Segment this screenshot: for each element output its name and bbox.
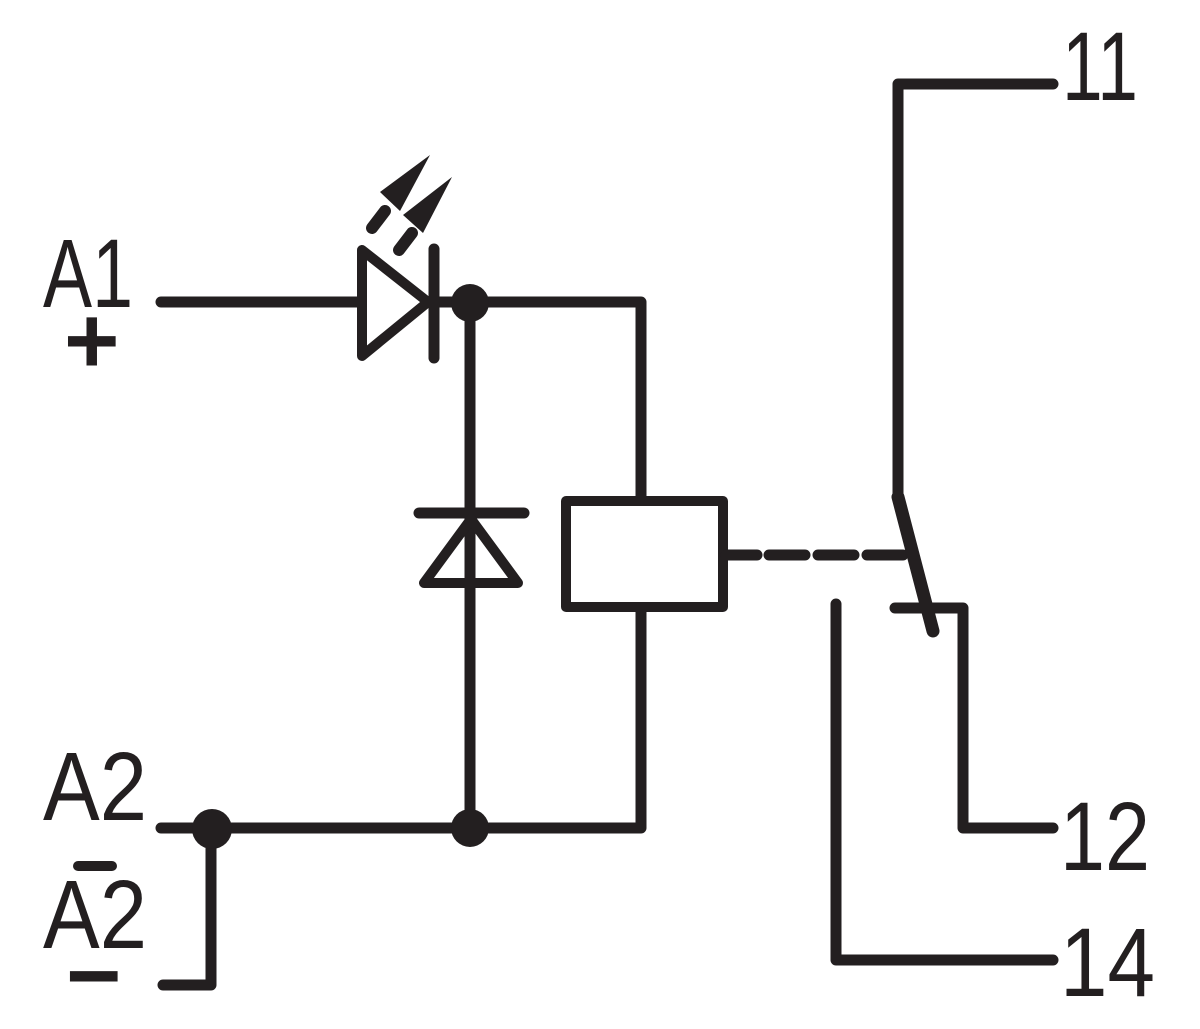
terminal-a2-label: A2 (43, 732, 147, 841)
terminal-a2bar-label: A2 (43, 860, 147, 969)
contact-11-lead (892, 78, 1059, 503)
terminal-a2bar-polarity: − (66, 923, 121, 1029)
terminal-11-label: 11 (1062, 12, 1138, 121)
freewheeling-diode-icon (413, 507, 530, 588)
light-emission-arrows-icon (366, 155, 452, 256)
junction-dot-icon (192, 809, 232, 849)
terminal-12-label: 12 (1060, 782, 1150, 891)
led-arrow-tail-2 (393, 227, 418, 256)
a2bar-lead-wire (157, 825, 217, 991)
contact-14-lead (830, 598, 1059, 966)
led-arrow-tail-1 (366, 205, 391, 234)
diode-triangle (419, 514, 523, 588)
relay-coil-icon (561, 496, 728, 612)
coil-top-wire (431, 296, 647, 507)
a2-rail-wire (155, 601, 647, 834)
led-arrow-head-2 (403, 177, 452, 233)
contact-12-lead (889, 602, 1059, 834)
terminal-a1-polarity: + (64, 288, 119, 394)
terminal-a1-label: A1 (43, 219, 133, 328)
changeover-contact-icon (830, 78, 1059, 966)
led-diode-icon (357, 243, 440, 364)
led-arrow-head-1 (380, 155, 430, 211)
led-anode-triangle (357, 245, 433, 361)
terminal-14-label: 14 (1060, 908, 1155, 1017)
junction-dot-icon (451, 284, 489, 322)
junction-dot-icon (451, 809, 489, 847)
